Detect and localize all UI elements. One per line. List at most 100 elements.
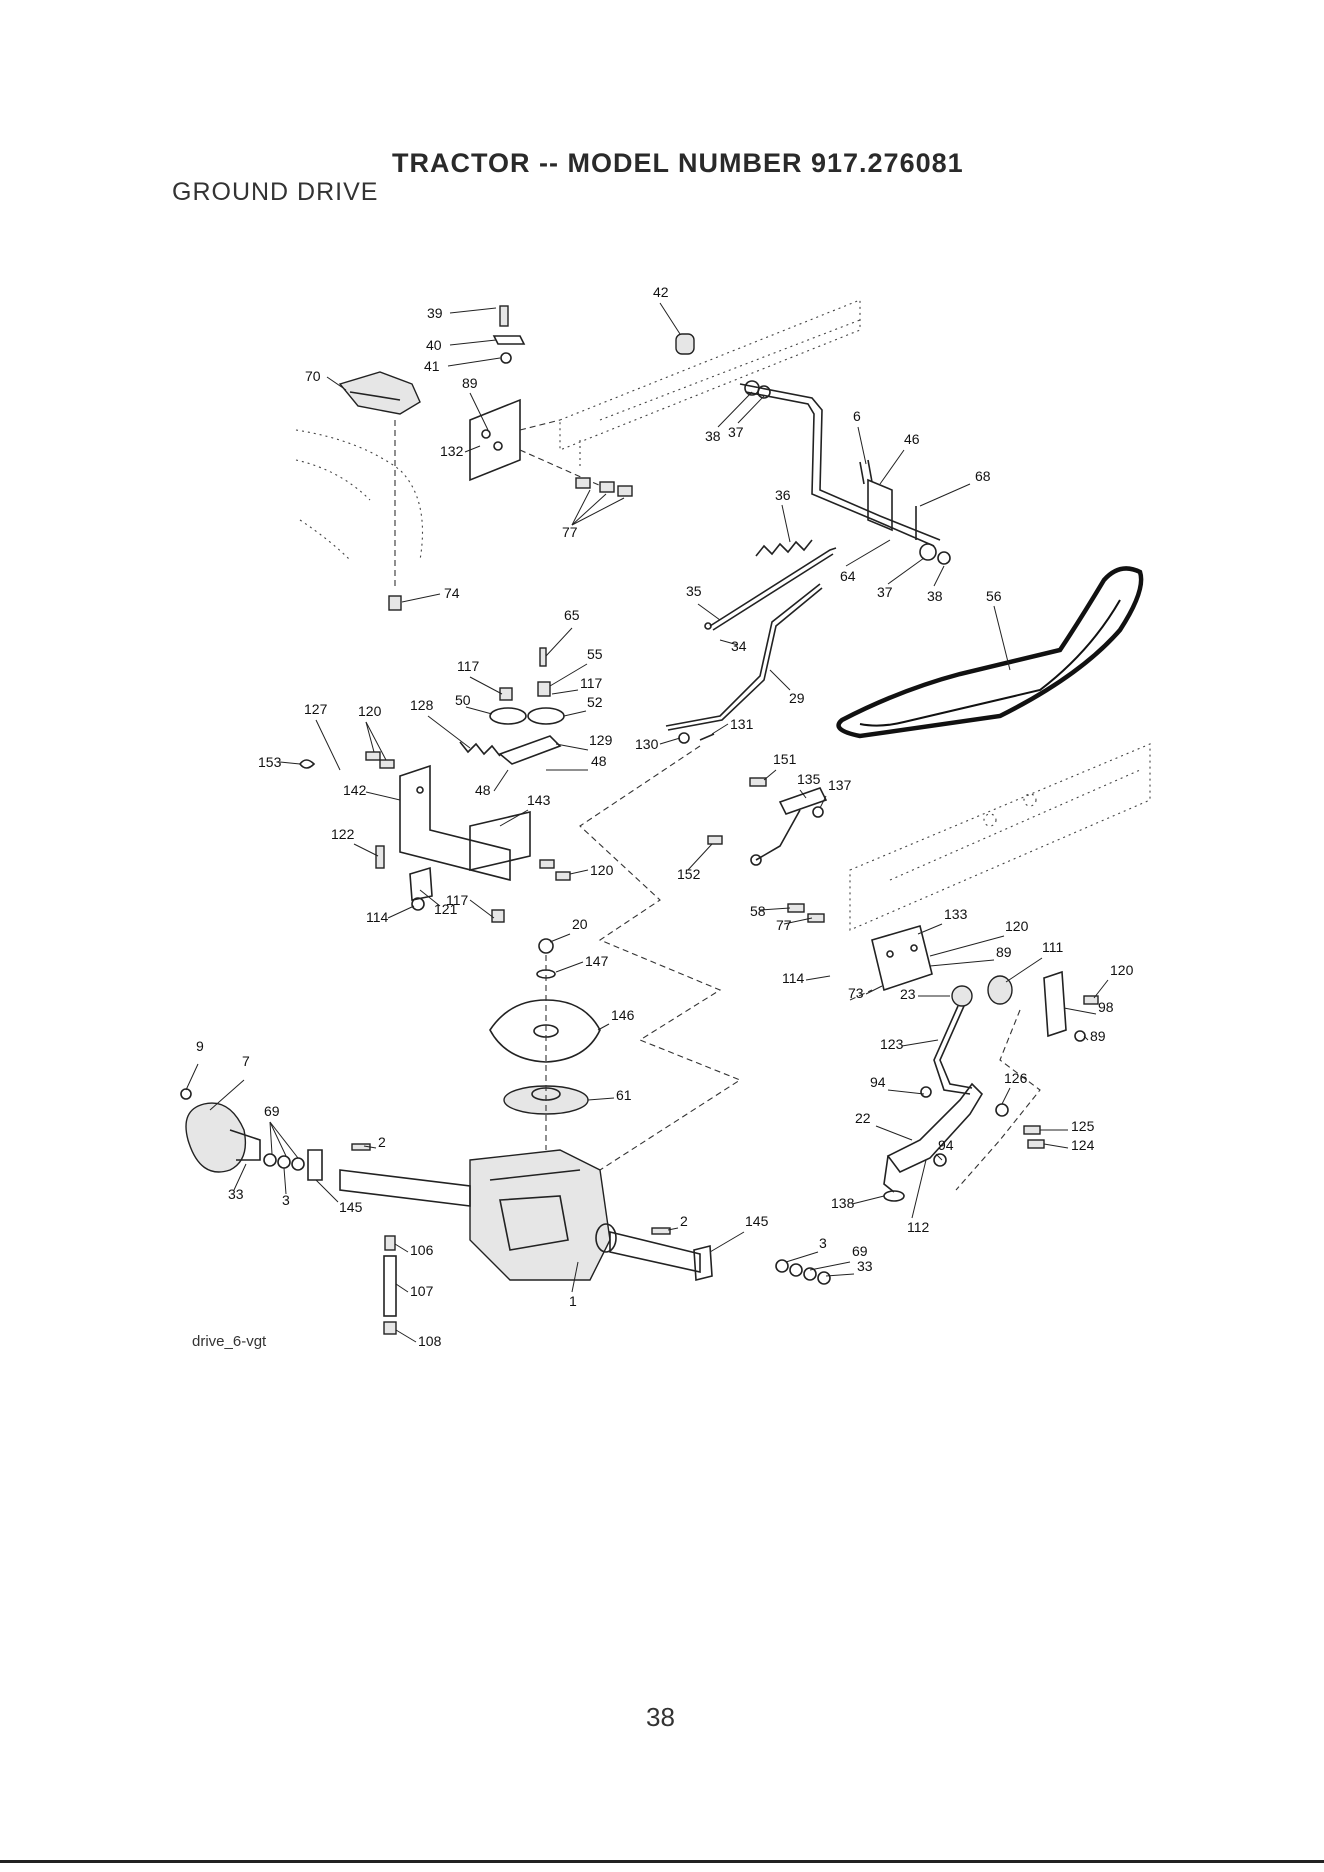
page-title: TRACTOR -- MODEL NUMBER 917.276081 xyxy=(392,148,964,178)
callout-125: 125 xyxy=(1071,1118,1095,1134)
callout-23: 23 xyxy=(900,986,916,1002)
callout-135: 135 xyxy=(797,771,821,787)
callout-56: 56 xyxy=(986,588,1002,604)
callout-94: 94 xyxy=(870,1074,886,1090)
washers-left xyxy=(263,1149,323,1181)
bolts-77 xyxy=(575,477,633,497)
spacer-111 xyxy=(987,975,1013,1005)
callout-114: 114 xyxy=(366,909,389,925)
callout-133: 133 xyxy=(944,906,968,922)
page-number: 38 xyxy=(646,1702,675,1732)
bracket-132 xyxy=(469,398,611,491)
callout-120: 120 xyxy=(1110,962,1134,978)
callout-29: 29 xyxy=(789,690,805,706)
callout-120: 120 xyxy=(358,703,382,719)
callout-152: 152 xyxy=(677,866,701,882)
callout-55: 55 xyxy=(587,646,603,662)
rod-35 xyxy=(704,547,837,631)
callout-126: 126 xyxy=(1004,1070,1028,1086)
callout-117: 117 xyxy=(580,675,603,691)
callout-41: 41 xyxy=(424,358,440,374)
callout-36: 36 xyxy=(775,487,791,503)
callout-69: 69 xyxy=(852,1243,868,1259)
callout-117: 117 xyxy=(457,658,480,674)
callout-145: 145 xyxy=(339,1199,363,1215)
bracket-142 xyxy=(399,764,531,882)
callout-61: 61 xyxy=(616,1087,632,1103)
callout-153: 153 xyxy=(258,754,282,770)
callout-146: 146 xyxy=(611,1007,635,1023)
callout-123: 123 xyxy=(880,1036,904,1052)
idler-pulleys xyxy=(489,647,565,725)
callout-111: 111 xyxy=(1042,939,1063,955)
callout-89: 89 xyxy=(1090,1028,1106,1044)
section-subtitle: GROUND DRIVE xyxy=(172,178,379,206)
callout-112: 112 xyxy=(907,1219,930,1235)
callout-46: 46 xyxy=(904,431,920,447)
callout-48: 48 xyxy=(475,782,491,798)
callout-107: 107 xyxy=(410,1283,434,1299)
callout-7: 7 xyxy=(242,1053,250,1069)
callout-52: 52 xyxy=(587,694,603,710)
callout-129: 129 xyxy=(589,732,613,748)
callout-68: 68 xyxy=(975,468,991,484)
rod-29 xyxy=(665,583,823,731)
callout-127: 127 xyxy=(304,701,328,717)
push-rod-107 xyxy=(383,1235,397,1335)
bracket-98 xyxy=(1043,970,1099,1042)
callout-108: 108 xyxy=(418,1333,442,1349)
pulley-stack xyxy=(489,938,601,1150)
callout-50: 50 xyxy=(455,692,471,708)
callout-35: 35 xyxy=(686,583,702,599)
washer-130 xyxy=(678,732,715,744)
callout-39: 39 xyxy=(427,305,443,321)
callout-2: 2 xyxy=(680,1213,688,1229)
belt-route-dashed xyxy=(579,745,742,1171)
hardware-39-41 xyxy=(492,305,526,364)
linkage-135 xyxy=(707,777,828,866)
washers-right xyxy=(651,1227,831,1285)
callout-38: 38 xyxy=(705,428,721,444)
bolts-120-left xyxy=(365,751,571,881)
callout-33: 33 xyxy=(857,1258,873,1274)
callout-2: 2 xyxy=(378,1134,386,1150)
bracket-22 xyxy=(883,1082,1009,1202)
callout-9: 9 xyxy=(196,1038,204,1054)
callout-147: 147 xyxy=(585,953,609,969)
callout-120: 120 xyxy=(1005,918,1029,934)
callout-3: 3 xyxy=(819,1235,827,1251)
callout-34: 34 xyxy=(731,638,747,654)
callout-121: 121 xyxy=(434,901,458,917)
callout-58: 58 xyxy=(750,903,766,919)
callout-142: 142 xyxy=(343,782,367,798)
hardware-122-121 xyxy=(375,845,505,923)
callout-145: 145 xyxy=(745,1213,769,1229)
brake-shaft xyxy=(739,380,951,565)
callout-128: 128 xyxy=(410,697,434,713)
bottom-rule xyxy=(0,1860,1324,1863)
assembly-lines-right xyxy=(849,989,1041,1191)
leader-lines xyxy=(185,302,1109,1343)
callout-1: 1 xyxy=(569,1293,577,1309)
spacer-42 xyxy=(675,333,695,355)
figure-code: drive_6-vgt xyxy=(192,1333,267,1350)
callout-37: 37 xyxy=(877,584,893,600)
callout-122: 122 xyxy=(331,826,355,842)
callout-89: 89 xyxy=(462,375,478,391)
spring-36 xyxy=(755,539,813,557)
drive-belt-56 xyxy=(836,566,1144,739)
callout-117: 117 xyxy=(446,892,469,908)
callout-120: 120 xyxy=(590,862,614,878)
wheel-hub-7 xyxy=(180,1088,261,1173)
callout-48: 48 xyxy=(591,753,607,769)
upper-frame-rail xyxy=(559,299,861,470)
callout-38: 38 xyxy=(927,588,943,604)
lower-frame-rail xyxy=(849,743,1151,931)
bolts-124-125 xyxy=(1023,1125,1045,1149)
callout-106: 106 xyxy=(410,1242,434,1258)
callout-151: 151 xyxy=(773,751,797,767)
seat-pan xyxy=(338,371,421,415)
